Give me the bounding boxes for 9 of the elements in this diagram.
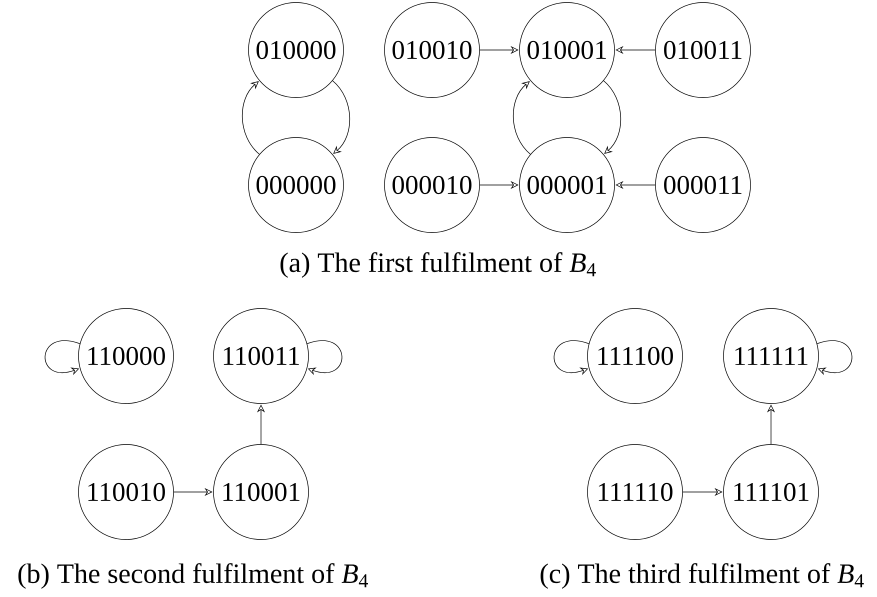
arrow — [603, 80, 622, 154]
caption: (b) The second fulfilment of B$_{4}$ — [18, 563, 368, 589]
arrow — [332, 80, 350, 154]
arrow — [513, 81, 531, 155]
arrow — [816, 340, 852, 376]
caption: (c) The third fulfilment of B$_{4}$ — [540, 563, 864, 589]
arrow — [242, 81, 260, 155]
arrow — [306, 340, 342, 376]
caption: (a) The first fulfilment of B$_{4}$ — [280, 252, 596, 278]
